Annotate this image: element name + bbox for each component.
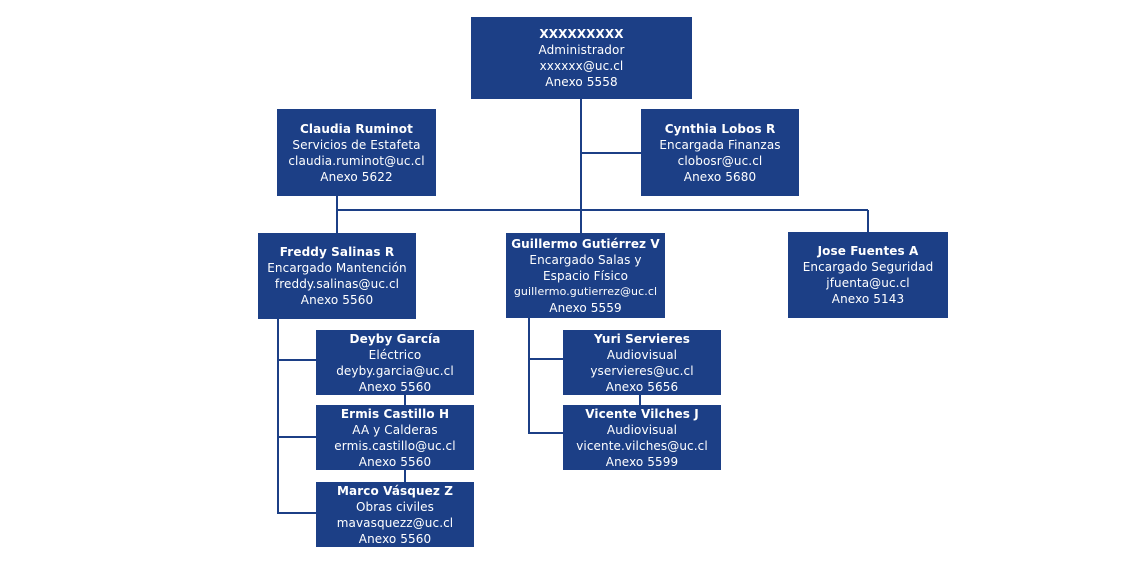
node-email: jfuenta@uc.cl: [826, 276, 910, 290]
node-anexo: Anexo 5656: [605, 379, 679, 394]
org-node-salinas: Freddy Salinas R Encargado Mantención fr…: [258, 233, 416, 319]
node-name: Claudia Ruminot: [300, 121, 413, 136]
node-email: deyby.garcia@uc.cl: [336, 363, 454, 378]
node-email: yservieres@uc.cl: [590, 363, 694, 378]
node-anexo: Anexo 5143: [831, 292, 905, 306]
node-name: Vicente Vilches J: [585, 406, 699, 421]
node-role: Servicios de Estafeta: [292, 137, 421, 152]
node-email: claudia.ruminot@uc.cl: [288, 153, 425, 168]
node-role: Audiovisual: [606, 422, 678, 437]
org-node-garcia: Deyby García Eléctrico deyby.garcia@uc.c…: [316, 330, 474, 395]
node-anexo: Anexo 5622: [320, 169, 393, 184]
node-anexo: Anexo 5680: [683, 169, 757, 184]
org-node-lobos: Cynthia Lobos R Encargada Finanzas clobo…: [641, 109, 799, 196]
org-node-castillo: Ermis Castillo H AA y Calderas ermis.cas…: [316, 405, 474, 470]
node-name: XXXXXXXXX: [539, 27, 624, 41]
node-email: ermis.castillo@uc.cl: [334, 438, 456, 453]
org-node-gutierrez: Guillermo Gutiérrez V Encargado Salas y …: [506, 233, 665, 318]
node-role: Eléctrico: [368, 347, 422, 362]
node-anexo: Anexo 5599: [605, 454, 679, 469]
node-anexo: Anexo 5560: [358, 379, 432, 394]
node-name: Deyby García: [349, 331, 441, 346]
node-name: Jose Fuentes A: [817, 244, 919, 258]
node-role: AA y Calderas: [352, 422, 438, 437]
node-role: Audiovisual: [606, 347, 678, 362]
node-role: Encargada Finanzas: [659, 137, 781, 152]
node-role: Encargado Mantención: [267, 261, 407, 275]
node-name: Marco Vásquez Z: [337, 483, 453, 498]
org-node-fuentes: Jose Fuentes A Encargado Seguridad jfuen…: [788, 232, 948, 318]
node-anexo: Anexo 5560: [300, 293, 374, 307]
node-role: Administrador: [538, 43, 625, 57]
node-role: Encargado Salas y: [529, 252, 642, 267]
node-email: mavasquezz@uc.cl: [336, 515, 454, 530]
node-anexo: Anexo 5560: [358, 531, 432, 546]
org-node-vilches: Vicente Vilches J Audiovisual vicente.vi…: [563, 405, 721, 470]
org-node-vasquez: Marco Vásquez Z Obras civiles mavasquezz…: [316, 482, 474, 547]
node-name: Guillermo Gutiérrez V: [511, 236, 660, 251]
node-email: clobosr@uc.cl: [677, 153, 763, 168]
node-name: Freddy Salinas R: [279, 245, 395, 259]
org-node-servieres: Yuri Servieres Audiovisual yservieres@uc…: [563, 330, 721, 395]
org-node-ruminot: Claudia Ruminot Servicios de Estafeta cl…: [277, 109, 436, 196]
node-anexo: Anexo 5559: [549, 300, 622, 315]
node-email: freddy.salinas@uc.cl: [274, 277, 400, 291]
node-name: Cynthia Lobos R: [664, 121, 776, 136]
node-anexo: Anexo 5560: [358, 454, 432, 469]
node-name: Ermis Castillo H: [340, 406, 450, 421]
node-role-line2: Espacio Físico: [542, 268, 629, 283]
node-email: vicente.vilches@uc.cl: [576, 438, 708, 453]
node-role: Obras civiles: [355, 499, 435, 514]
node-anexo: Anexo 5558: [545, 75, 618, 89]
node-email: xxxxxx@uc.cl: [539, 59, 624, 73]
org-node-admin: XXXXXXXXX Administrador xxxxxx@uc.cl Ane…: [471, 17, 692, 99]
node-role: Encargado Seguridad: [802, 260, 934, 274]
node-name: Yuri Servieres: [594, 331, 690, 346]
node-email: guillermo.gutierrez@uc.cl: [513, 284, 658, 298]
